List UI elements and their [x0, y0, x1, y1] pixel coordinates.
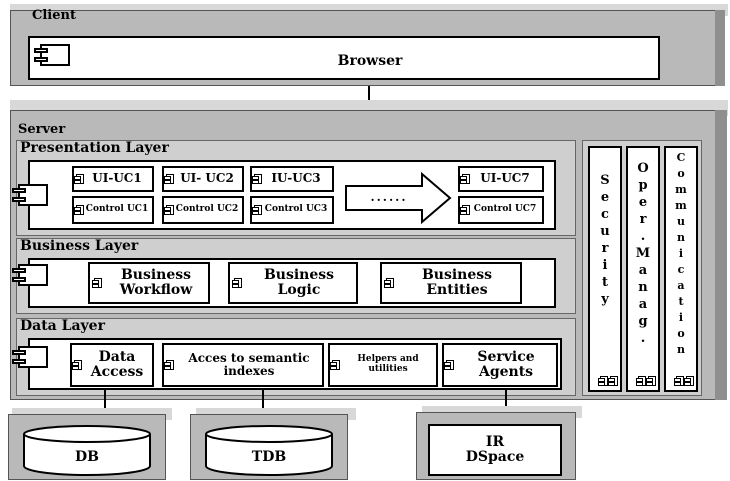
data-access-label: Data Access	[90, 348, 144, 380]
ui-uc2-label: UI- UC2	[180, 171, 234, 186]
ui-uc3-label: IU-UC3	[271, 171, 321, 186]
connector-client-server	[368, 86, 370, 108]
presentation-layer-title: Presentation Layer	[20, 140, 169, 156]
component-icon	[684, 376, 694, 386]
component-icon	[252, 205, 262, 215]
continuation-arrow-icon	[345, 172, 452, 224]
control-uc1-box	[72, 196, 154, 224]
component-icon	[460, 205, 470, 215]
control-uc7-box	[458, 196, 544, 224]
helpers-utilities-label: Helpers and utilities	[357, 354, 419, 374]
ui-uc2-box	[162, 166, 244, 192]
business-entities-box	[380, 262, 522, 304]
component-icon	[636, 376, 646, 386]
control-uc3-label: Control UC3	[264, 204, 328, 215]
oper-manag-box	[626, 146, 660, 392]
db-cylinder-icon	[23, 425, 151, 476]
control-uc3-box	[250, 196, 334, 224]
business-logic-label: Business Logic	[263, 266, 335, 298]
helpers-utilities-box	[328, 343, 438, 387]
security-box	[588, 146, 622, 392]
business-entities-label: Business Entities	[421, 266, 493, 298]
client-node-side	[715, 10, 725, 86]
component-icon	[74, 174, 84, 184]
component-icon	[608, 376, 618, 386]
communication-label: C o m m u n i c a t i o n	[675, 151, 687, 356]
oper-manag-label: O p e r . M a n a g .	[635, 161, 651, 346]
data-layer-title: Data Layer	[20, 318, 105, 334]
control-uc2-label: Control UC2	[175, 204, 239, 215]
tdb-cylinder-icon	[205, 425, 333, 476]
control-uc2-box	[162, 196, 244, 224]
browser-label: Browser	[337, 53, 403, 70]
component-icon	[232, 278, 242, 288]
component-icon	[330, 360, 340, 370]
component-icon	[460, 174, 470, 184]
security-label: S e c u r i t y	[600, 173, 610, 307]
ui-uc7-label: UI-UC7	[480, 171, 530, 186]
component-icon	[164, 174, 174, 184]
component-icon	[12, 184, 48, 206]
component-icon	[164, 205, 174, 215]
server-title: Server	[18, 122, 66, 137]
component-icon	[646, 376, 656, 386]
db-label: DB	[75, 449, 99, 466]
server-node-side	[715, 110, 727, 400]
ir-dspace-box	[428, 424, 562, 476]
service-agents-label: Service Agents	[477, 348, 535, 380]
business-layer-title: Business Layer	[20, 238, 139, 254]
service-agents-box	[442, 343, 558, 387]
data-access-box	[70, 343, 154, 387]
control-uc7-label: Control UC7	[473, 204, 537, 215]
component-icon	[252, 174, 262, 184]
business-logic-box	[228, 262, 358, 304]
component-icon	[72, 360, 82, 370]
continuation-dots: ......	[370, 190, 408, 205]
component-icon	[598, 376, 608, 386]
component-icon	[674, 376, 684, 386]
semantic-indexes-label: Acces to semantic indexes	[188, 350, 310, 378]
control-uc1-label: Control UC1	[85, 204, 149, 215]
component-icon	[74, 205, 84, 215]
browser-component	[28, 36, 660, 80]
ui-uc1-box	[72, 166, 154, 192]
component-icon	[444, 360, 454, 370]
component-icon	[12, 346, 48, 368]
ir-dspace-label: IR DSpace	[465, 433, 525, 465]
component-icon	[34, 44, 70, 66]
tdb-label: TDB	[251, 449, 287, 466]
semantic-indexes-box	[162, 343, 324, 387]
ui-uc7-box	[458, 166, 544, 192]
ui-uc3-box	[250, 166, 334, 192]
ui-uc1-label: UI-UC1	[92, 171, 142, 186]
business-workflow-box	[88, 262, 210, 304]
business-workflow-label: Business Workflow	[119, 266, 193, 298]
component-icon	[12, 264, 48, 286]
component-icon	[384, 278, 394, 288]
client-title: Client	[32, 8, 76, 23]
component-icon	[92, 278, 102, 288]
communication-box	[664, 146, 698, 392]
component-icon	[164, 360, 174, 370]
